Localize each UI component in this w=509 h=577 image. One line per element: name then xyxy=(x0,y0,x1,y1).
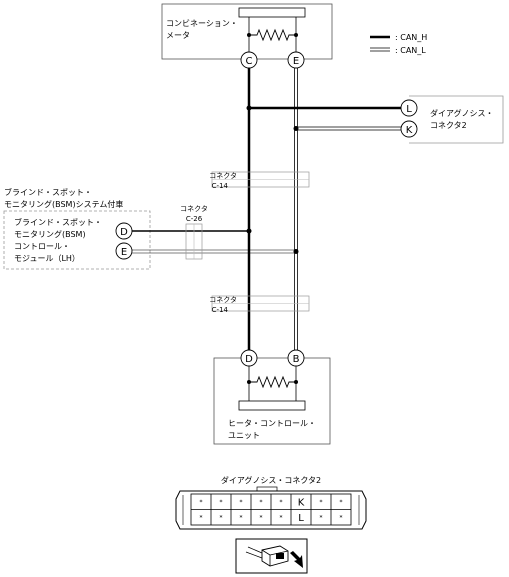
diagnosis-pin-k: K xyxy=(406,125,413,136)
legend-can-l: : CAN_L xyxy=(395,46,426,55)
connector-pin-cell: * xyxy=(340,499,343,506)
heater-control-unit: D B ヒータ・コントロール・ ユニット xyxy=(213,349,331,445)
diagnosis-connector-label-1: ダイアグノシス・ xyxy=(430,108,493,118)
bsm-system-label-1: ブラインド・スポット・ xyxy=(4,187,92,197)
connector-pin-cell: * xyxy=(280,499,283,506)
legend-can-h: : CAN_H xyxy=(395,33,427,42)
connector-pin-cell: * xyxy=(260,499,263,506)
bsm-pin-e: E xyxy=(121,247,127,258)
connector-pin-cell: * xyxy=(320,499,323,506)
bsm-pin-d: D xyxy=(120,227,128,238)
connector-pin-cell: * xyxy=(220,515,223,522)
combination-meter-pin-c: C xyxy=(246,56,253,67)
heater-pin-d: D xyxy=(245,354,253,365)
connector-pin-cell: K xyxy=(298,498,305,509)
view-direction-icon xyxy=(235,538,308,574)
connector-pin-cell: * xyxy=(240,515,243,522)
connector-face-title: ダイアグノシス・コネクタ2 xyxy=(221,475,321,485)
connector-c14-upper: コネクタ C-14 xyxy=(209,171,310,190)
connector-pin-cell: * xyxy=(340,515,343,522)
connector-c14-upper-label-1: コネクタ xyxy=(209,171,237,180)
connector-pin-cell: * xyxy=(320,515,323,522)
connector-pin-cell: * xyxy=(220,499,223,506)
combination-meter: コンビネーション・ メータ C E xyxy=(161,3,333,69)
can-l-trunk xyxy=(294,68,298,350)
connector-c26-label-1: コネクタ xyxy=(180,204,208,213)
connector-c26: コネクタ C-26 xyxy=(180,204,208,260)
heater-pin-b: B xyxy=(293,354,300,365)
connector-pin-cell: * xyxy=(280,515,283,522)
terminating-resistor xyxy=(249,375,296,389)
connector-pin-cell: * xyxy=(200,515,203,522)
connector-pin-cell: * xyxy=(200,499,203,506)
bsm-system-label-2: モニタリング(BSM)システム付車 xyxy=(4,199,123,209)
legend: : CAN_H : CAN_L xyxy=(370,33,427,55)
connector-pin-cell: L xyxy=(298,513,304,524)
diagnosis-connector: ダイアグノシス・ コネクタ2 L K xyxy=(246,95,504,144)
connector-c14-lower: コネクタ C-14 xyxy=(209,295,310,314)
diagnosis-pin-l: L xyxy=(406,104,412,115)
diagnosis-connector-label-2: コネクタ2 xyxy=(430,121,467,130)
combination-meter-label-2: メータ xyxy=(166,31,190,40)
connector-c14-lower-label-1: コネクタ xyxy=(209,295,237,304)
terminating-resistor xyxy=(249,28,296,42)
connector-c14-lower-label-2: C-14 xyxy=(212,306,229,314)
bsm-module-label-4: モジュール（LH） xyxy=(14,254,80,263)
connector-face-view: ダイアグノシス・コネクタ2 * * * * * K * * * * * * * L * * xyxy=(175,475,367,530)
heater-label-1: ヒータ・コントロール・ xyxy=(228,419,316,428)
connector-c26-label-2: C-26 xyxy=(186,215,203,223)
combination-meter-pin-e: E xyxy=(293,56,299,67)
bsm-system: ブラインド・スポット・ モニタリング(BSM)システム付車 ブラインド・スポット… xyxy=(3,187,299,270)
connector-c14-upper-label-2: C-14 xyxy=(212,182,229,190)
combination-meter-label-1: コンビネーション・ xyxy=(166,19,238,28)
connector-pin-cell: * xyxy=(260,515,263,522)
bsm-module-label-1: ブラインド・スポット・ xyxy=(14,217,102,227)
connector-pin-cell: * xyxy=(240,499,243,506)
heater-label-2: ユニット xyxy=(228,431,260,440)
bsm-module-label-2: モニタリング(BSM) xyxy=(14,229,86,239)
bsm-module-label-3: コントロール・ xyxy=(14,242,70,251)
